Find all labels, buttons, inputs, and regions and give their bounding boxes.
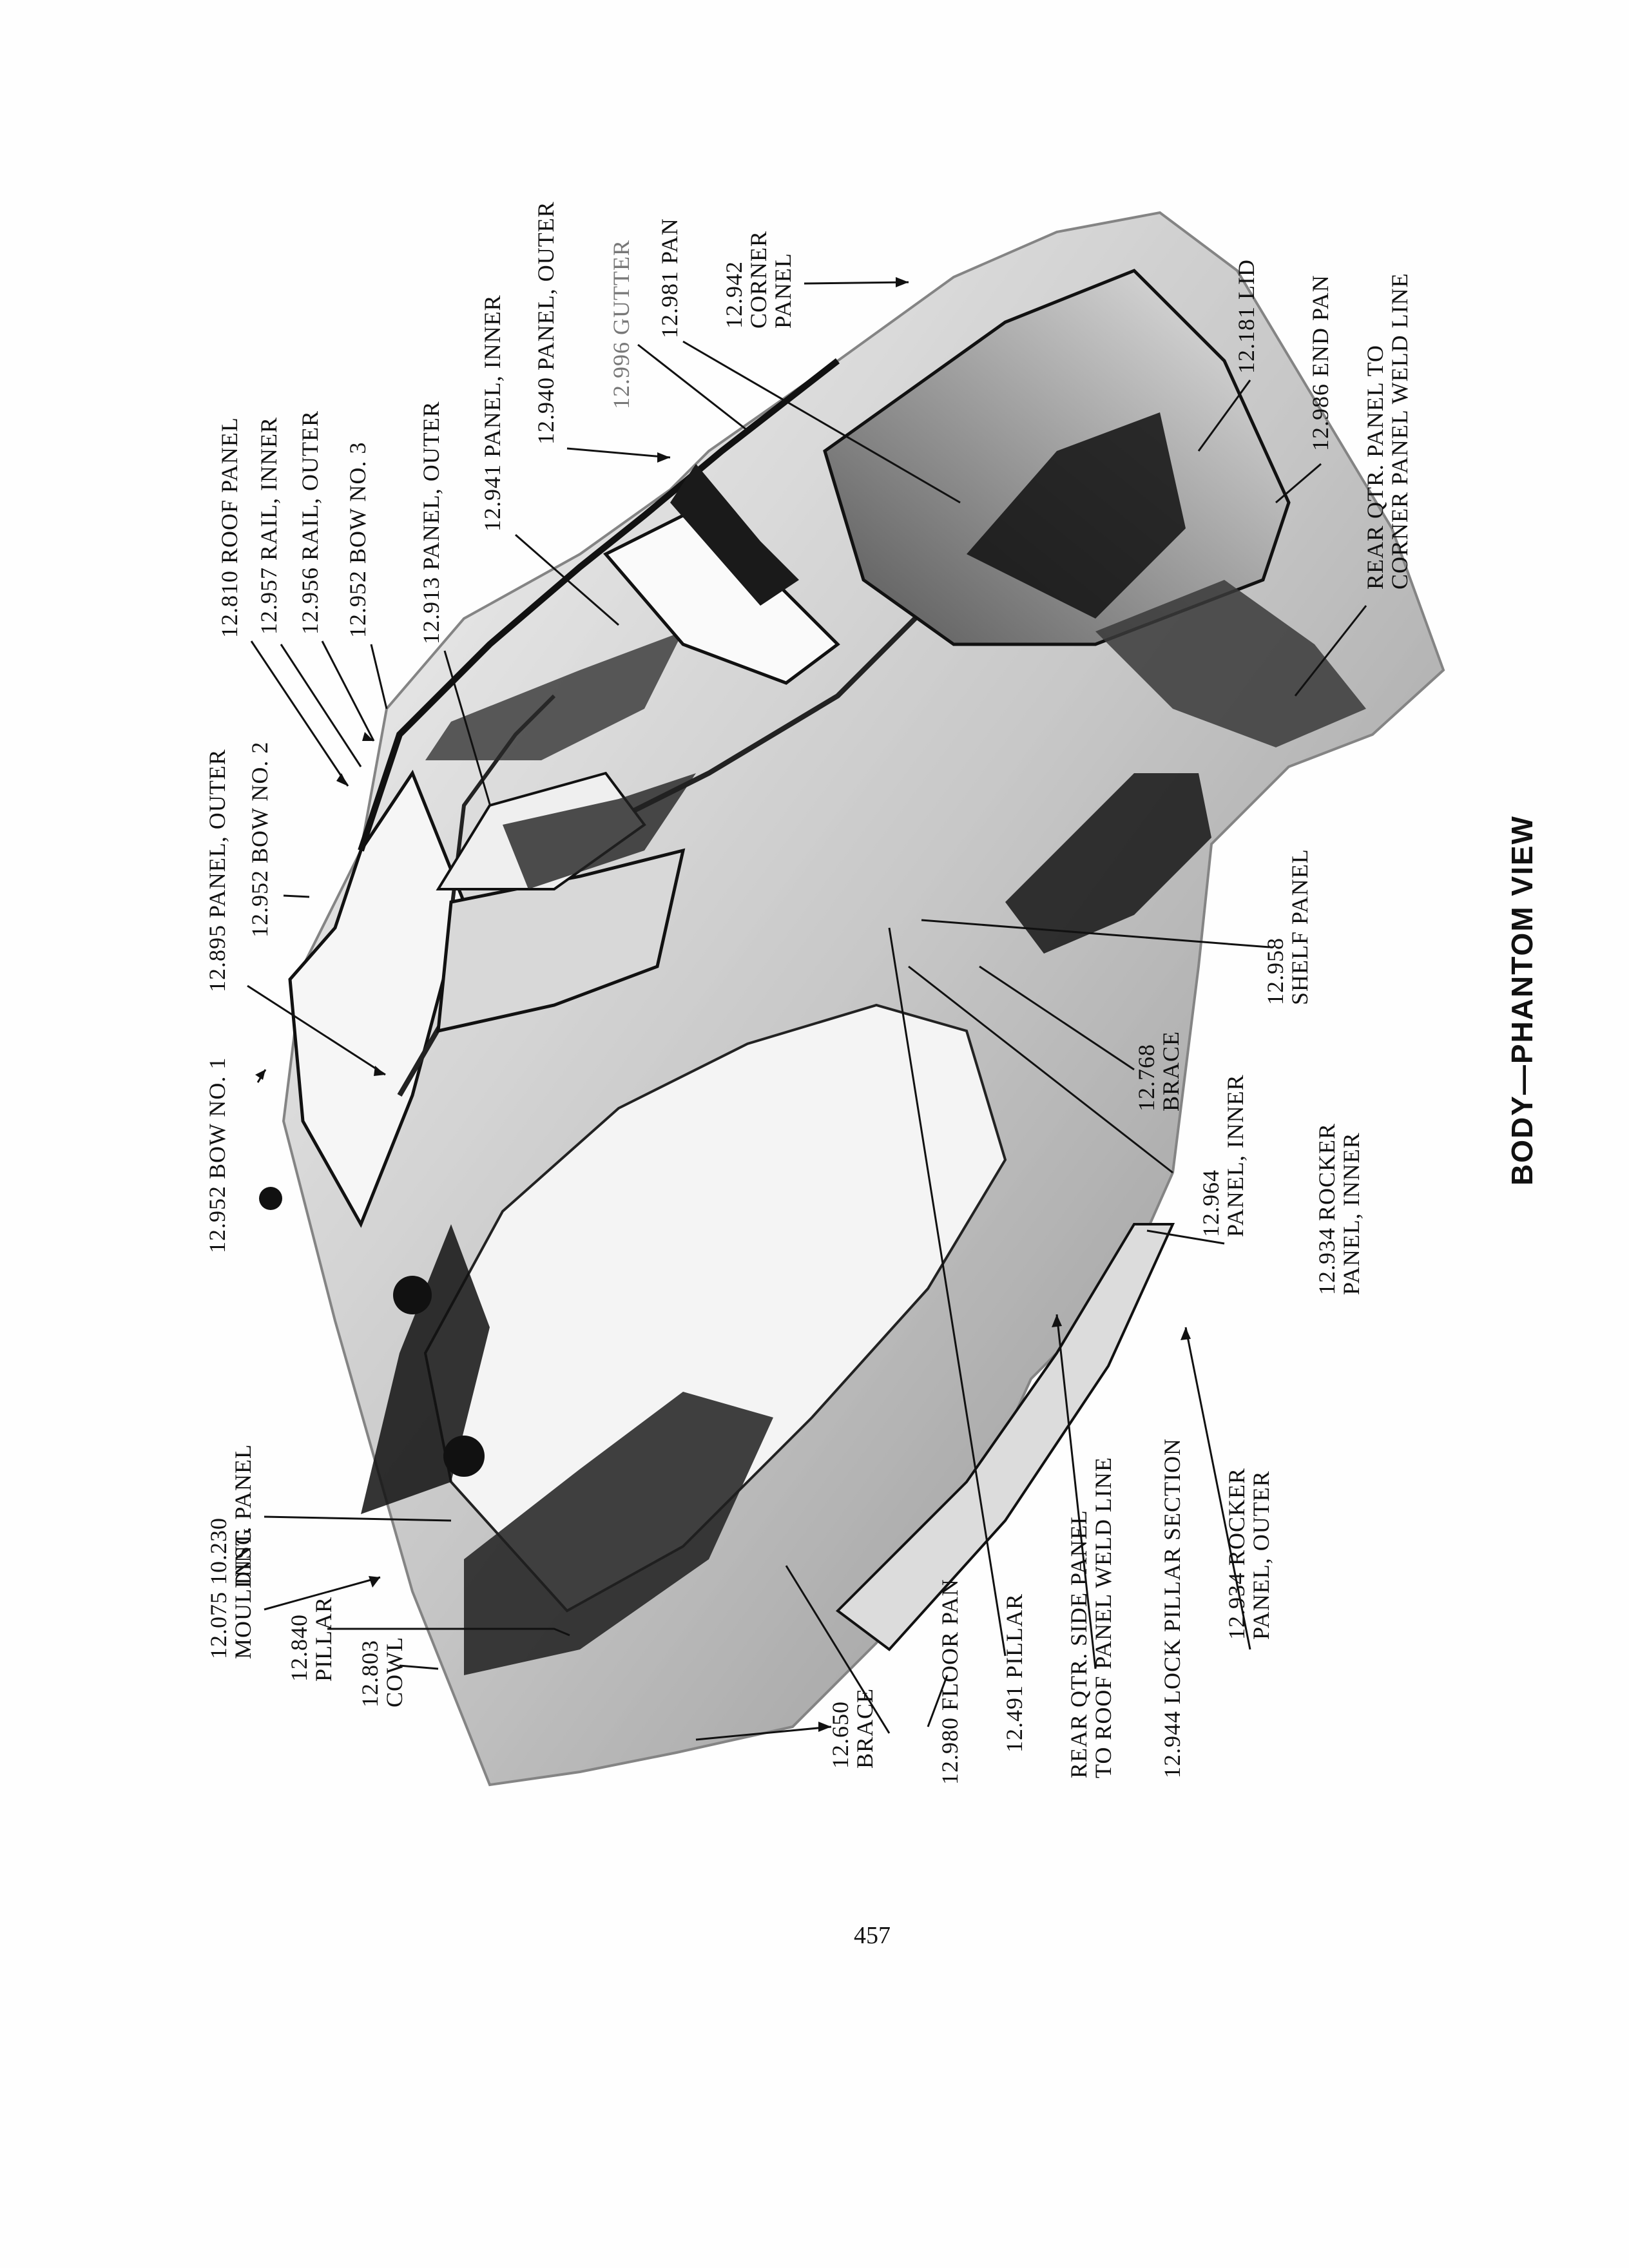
label-corner-panel-line2: PANEL	[770, 253, 796, 329]
label-end-pan: 12.986 END PAN	[1307, 274, 1333, 451]
label-rocker-inner: 12.934 ROCKER PANEL, INNER	[1314, 1122, 1364, 1295]
label-rear-qtr-roof: REAR QTR. SIDE PANEL TO ROOF PANEL WELD …	[1066, 1457, 1116, 1778]
label-panel-inner-964-number: 12.964	[1198, 1169, 1224, 1237]
label-bow-3: 12.952 BOW NO. 3	[345, 441, 371, 638]
label-bow-1: 12.952 BOW NO. 1	[204, 1057, 230, 1253]
label-shelf-panel-name: SHELF PANEL	[1287, 849, 1313, 1005]
label-lid: 12.181 LID	[1233, 259, 1259, 374]
label-rear-qtr-roof-line2: TO ROOF PANEL WELD LINE	[1090, 1457, 1116, 1778]
label-rocker-outer-name: PANEL, OUTER	[1248, 1470, 1274, 1640]
label-rail-outer: 12.956 RAIL, OUTER	[297, 410, 323, 635]
label-rocker-inner-name: PANEL, INNER	[1338, 1132, 1364, 1295]
label-rear-qtr-corner-line1: REAR QTR. PANEL TO	[1362, 344, 1388, 590]
label-rail-inner: 12.957 RAIL, INNER	[256, 417, 282, 635]
label-brace-768-name: BRACE	[1158, 1030, 1184, 1111]
label-shelf-panel-number: 12.958	[1262, 937, 1288, 1005]
label-gutter: 12.996 GUTTER	[608, 240, 634, 409]
label-pillar-840-name: PILLAR	[311, 1597, 336, 1682]
page-number: 457	[854, 1922, 891, 1949]
label-corner-panel: 12.942 CORNER PANEL	[721, 230, 796, 329]
label-roof-panel: 12.810 ROOF PANEL	[217, 417, 242, 638]
label-rocker-outer-number: 12.934 ROCKER	[1224, 1467, 1249, 1640]
label-corner-panel-line1: CORNER	[746, 230, 771, 329]
label-pillar-840: 12.840 PILLAR	[286, 1597, 336, 1682]
label-brace-650-number: 12.650	[827, 1701, 853, 1769]
label-inst-panel-name: INST. PANEL	[230, 1443, 256, 1585]
label-lock-pillar: 12.944 LOCK PILLAR SECTION	[1159, 1438, 1185, 1778]
label-rear-qtr-roof-line1: REAR QTR. SIDE PANEL	[1066, 1510, 1092, 1778]
label-rear-qtr-corner: REAR QTR. PANEL TO CORNER PANEL WELD LIN…	[1362, 273, 1412, 590]
label-rocker-inner-number: 12.934 ROCKER	[1314, 1122, 1340, 1295]
label-pan-981: 12.981 PAN	[657, 218, 682, 338]
label-panel-inner-964-name: PANEL, INNER	[1222, 1074, 1248, 1237]
label-panel-inner-941: 12.941 PANEL, INNER	[479, 294, 505, 532]
label-panel-outer-913: 12.913 PANEL, OUTER	[418, 401, 444, 644]
label-pillar-840-number: 12.840	[286, 1614, 312, 1682]
label-brace-650: 12.650 BRACE	[827, 1687, 878, 1769]
label-brace-650-name: BRACE	[852, 1687, 878, 1769]
label-panel-outer-940: 12.940 PANEL, OUTER	[533, 201, 559, 445]
label-cowl: 12.803 COWL	[357, 1637, 407, 1707]
label-panel-inner-964: 12.964 PANEL, INNER	[1198, 1074, 1248, 1237]
label-rocker-outer: 12.934 ROCKER PANEL, OUTER	[1224, 1467, 1274, 1640]
label-bow-2: 12.952 BOW NO. 2	[247, 741, 273, 937]
label-cowl-name: COWL	[381, 1637, 407, 1707]
label-brace-768: 12.768 BRACE	[1133, 1030, 1184, 1111]
label-rear-qtr-corner-line2: CORNER PANEL WELD LINE	[1387, 273, 1412, 590]
label-inst-panel-number: 10.230	[206, 1517, 231, 1585]
label-floor-pan: 12.980 FLOOR PAN	[937, 1579, 963, 1785]
label-corner-panel-number: 12.942	[721, 261, 747, 329]
label-brace-768-number: 12.768	[1133, 1044, 1159, 1111]
label-panel-outer-895: 12.895 PANEL, OUTER	[204, 749, 230, 992]
label-shelf-panel: 12.958 SHELF PANEL	[1262, 849, 1313, 1005]
label-cowl-number: 12.803	[357, 1640, 383, 1707]
label-pillar-491: 12.491 PILLAR	[1001, 1593, 1027, 1753]
page-title: BODY—PHANTOM VIEW	[1505, 815, 1539, 1186]
label-inst-panel: 10.230 INST. PANEL	[206, 1443, 256, 1585]
